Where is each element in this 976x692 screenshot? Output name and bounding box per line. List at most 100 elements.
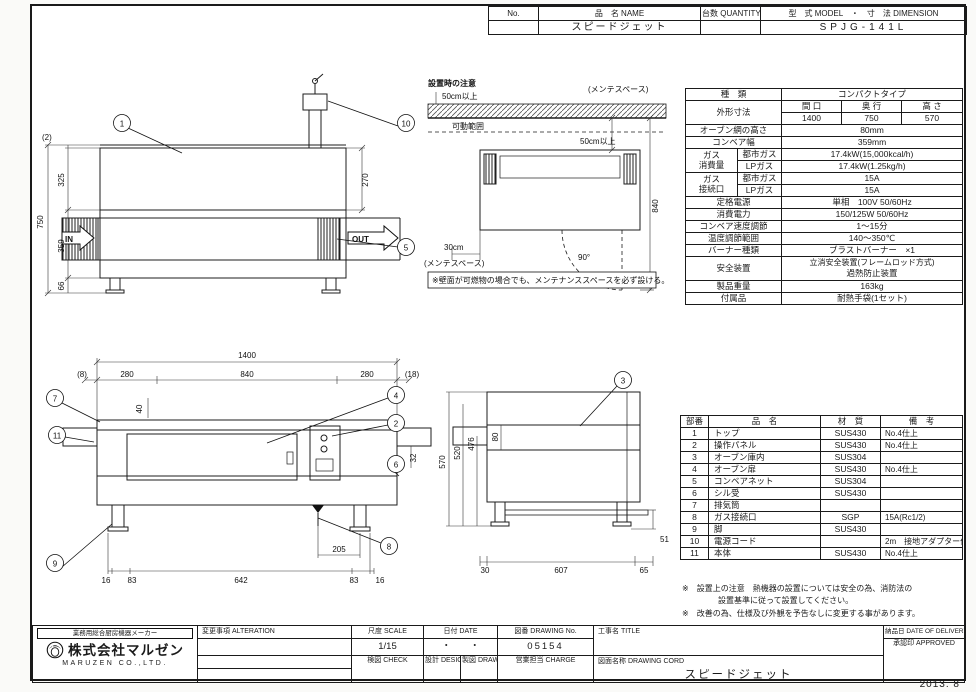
dim-40-label: 40 [135,404,144,413]
alteration-label: 変更事項 ALTERATION [197,625,352,639]
note-line-1: ※ 設置上の注意 熱機器の設置については安全の為、消防法の [682,584,913,593]
part-no: 6 [680,487,709,500]
part-remarks: No.4仕上 [880,439,963,452]
spec-weight-value: 163kg [781,280,964,293]
qty-label: 台数 QUANTITY [700,6,761,21]
spec-conn-city-label: 都市ガス [736,172,783,185]
dim-642-label: 642 [234,576,248,585]
part-remarks [880,487,963,500]
dim-750-label: 750 [36,215,45,229]
part-material [820,535,881,548]
spec-city-gas-label: 都市ガス [736,148,783,161]
spec-depth-value: 750 [841,112,903,125]
part-remarks [880,475,963,488]
callout-9: 9 [46,523,113,572]
callout-1: 1 [113,114,183,154]
part-material: SUS430 [820,523,881,536]
spec-gas-use-city-value: 17.4kW(15,000kcal/h) [781,148,964,161]
svg-text:7: 7 [53,395,58,404]
check-label: 検図 CHECK [351,655,424,683]
spec-width-value: 1400 [781,112,843,125]
svg-text:10: 10 [402,120,411,129]
part-remarks: No.4仕上 [880,547,963,560]
dim-gap18-label: (18) [405,370,420,379]
spec-weight-label: 製品重量 [684,280,783,293]
control-panel [309,425,341,481]
parts-col-material: 材 質 [820,415,881,428]
dim-570-label: 570 [438,455,447,469]
drawing-no-value: 05154 [497,638,595,656]
part-no: 7 [680,499,709,512]
dim-607-label: 607 [554,566,568,575]
spec-belt-width-label: コンベア幅 [684,136,783,149]
spec-lp-gas-label: LPガス [736,160,783,173]
spec-width-label: 間 口 [781,100,843,113]
plan-view [62,419,432,532]
part-remarks: No.4仕上 [880,463,963,476]
part-no: 5 [680,475,709,488]
svg-text:5: 5 [404,244,409,253]
spec-type-value: コンパクトタイプ [781,88,964,101]
part-remarks: 2m 接地アダプター付 [880,535,963,548]
header-value-row: スピードジェット SPJG-141L [488,20,967,35]
front-view [61,73,401,294]
part-material: SUS430 [820,487,881,500]
alteration-row-empty [197,638,352,656]
dim-280r-label: 280 [360,370,374,379]
technical-drawing: IN OUT (2) 750 325 359 66 270 1 10 5 [36,73,669,585]
front-clearance-label: 30cm [444,243,464,252]
drawing-name-label: 図面名称 DRAWING CORD [593,655,885,669]
svg-text:3: 3 [621,377,626,386]
dim-16l-label: 16 [102,576,111,585]
svg-text:4: 4 [394,392,399,401]
callout-5: 5 [336,238,415,256]
dim-359-label: 359 [57,239,66,253]
part-no: 9 [680,523,709,536]
callout-10: 10 [327,100,415,132]
dim-80-label: 80 [491,432,500,441]
scale-value: 1/15 [351,638,424,656]
no-label: No. [488,6,539,21]
part-name: オーブン庫内 [708,451,821,464]
dim-1400-label: 1400 [238,351,256,360]
spec-accessory-label: 付属品 [684,292,783,305]
maintenance-bottom-label: (メンテスペース) [424,259,485,268]
company-tagline: 業務用総合厨房機器メーカー [37,628,193,640]
dim-325-label: 325 [57,173,66,187]
spec-belt-width-value: 359mm [781,136,964,149]
clearance-left-label: 50cm以上 [442,92,478,101]
callout-2: 2 [331,414,405,437]
spec-burner-value: ブラストバーナー ×1 [781,244,964,257]
dim-65-label: 65 [640,566,649,575]
design-label: 設計 DESIGN [423,655,461,683]
part-no: 1 [680,427,709,440]
callout-4: 4 [266,386,405,444]
part-material: SUS430 [820,463,881,476]
side-view [452,391,649,527]
install-view-dimensions [435,92,654,294]
company-block: 業務用総合厨房機器メーカー 株式会社マルゼン MARUZEN CO.,LTD. [32,625,198,683]
part-remarks [880,451,963,464]
part-no: 8 [680,511,709,524]
dim-51-label: 51 [660,535,669,544]
name-label: 品 名 NAME [538,6,701,21]
plan-view-dimensions [81,358,413,574]
callout-8: 8 [317,517,398,555]
part-material: SUS430 [820,427,881,440]
callout-3: 3 [579,371,632,427]
part-material: SUS430 [820,547,881,560]
no-value [488,20,539,35]
part-no: 11 [680,547,709,560]
part-material [820,499,881,512]
out-label: OUT [352,235,369,244]
spec-gas-use-label: ガス 消費量 [685,148,738,173]
parts-col-no: 部番 [680,415,709,428]
dim-280l-label: 280 [120,370,134,379]
date-label: 日付 DATE [422,625,499,639]
dim-32-label: 32 [409,453,418,462]
spec-gas-conn-city-value: 15A [781,172,964,185]
product-name-value: スピードジェット [538,20,701,35]
part-remarks: 15A(Rc1/2) [880,511,963,524]
part-name: オーブン扉 [708,463,821,476]
